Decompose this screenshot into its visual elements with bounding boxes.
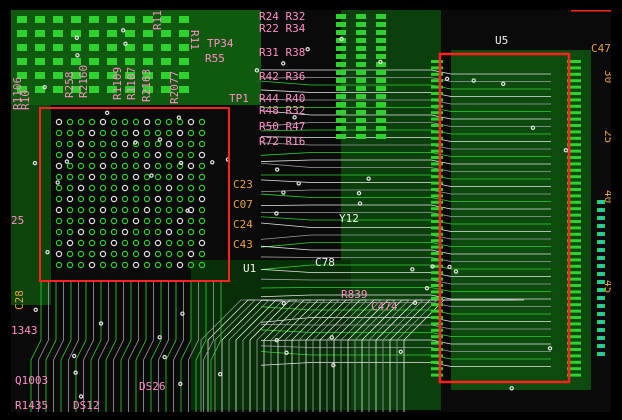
label-r2234: R22 R34 — [259, 22, 306, 35]
label-c28: C28 — [13, 290, 26, 310]
label-q1003: Q1003 — [15, 374, 48, 387]
label-tp1: TP1 — [229, 92, 249, 105]
label-r1435: R1435 — [15, 399, 48, 412]
silkscreen-labels: R24 R32 R22 R34 R31 R38 R42 R36 R44 R40 … — [11, 10, 611, 412]
pcb-canvas[interactable]: R24 R32 R22 R34 R31 R38 R42 R36 R44 R40 … — [11, 10, 611, 412]
label-25-left: 25 — [11, 214, 24, 227]
pad-layer — [17, 14, 605, 399]
label-y12: Y12 — [339, 212, 359, 225]
label-c23: C23 — [233, 178, 253, 191]
pcb-board[interactable]: R24 R32 R22 R34 R31 R38 R42 R36 R44 R40 … — [11, 10, 611, 412]
label-r258: R258 — [63, 72, 76, 99]
label-u5: U5 — [495, 34, 508, 47]
label-r2163: R2163 — [140, 69, 153, 102]
label-r3138: R31 R38 — [259, 46, 305, 59]
label-r11-top: R11 — [188, 30, 201, 50]
label-40: 40 — [602, 190, 611, 203]
label-45: 45 — [602, 280, 611, 293]
label-ds26: DS26 — [139, 380, 166, 393]
label-r1106: R1106 — [11, 77, 24, 110]
label-r11: R11 — [151, 10, 164, 30]
label-30: 30 — [602, 70, 611, 83]
label-r1107: R1107 — [125, 67, 138, 100]
label-r2160: R2160 — [77, 65, 90, 98]
label-c43: C43 — [233, 238, 253, 251]
u1-component-outline[interactable] — [39, 107, 230, 282]
label-c47: C47 — [591, 42, 611, 55]
label-r55: R55 — [205, 52, 225, 65]
label-c24: C24 — [233, 218, 253, 231]
label-c78: C78 — [315, 256, 335, 269]
label-r7216: R72 R16 — [259, 135, 305, 148]
label-c07: C07 — [233, 198, 253, 211]
label-1343: 1343 — [11, 324, 38, 337]
label-25: 25 — [602, 130, 611, 143]
label-r2432: R24 R32 — [259, 10, 305, 23]
label-u1: U1 — [243, 262, 256, 275]
label-ds12: DS12 — [73, 399, 100, 412]
label-r839: R839 — [341, 288, 368, 301]
label-r4440: R44 R40 — [259, 92, 305, 105]
label-c474: C474 — [371, 300, 398, 313]
label-r1109: R1109 — [111, 67, 124, 100]
label-r4236: R42 R36 — [259, 70, 305, 83]
label-r2077: R2077 — [168, 71, 181, 104]
label-r10: R10 — [19, 90, 32, 110]
u5-component-outline[interactable] — [438, 52, 571, 384]
label-r4832: R48 R32 — [259, 104, 305, 117]
label-r5047: R50 R47 — [259, 120, 305, 133]
label-tp34: TP34 — [207, 37, 234, 50]
